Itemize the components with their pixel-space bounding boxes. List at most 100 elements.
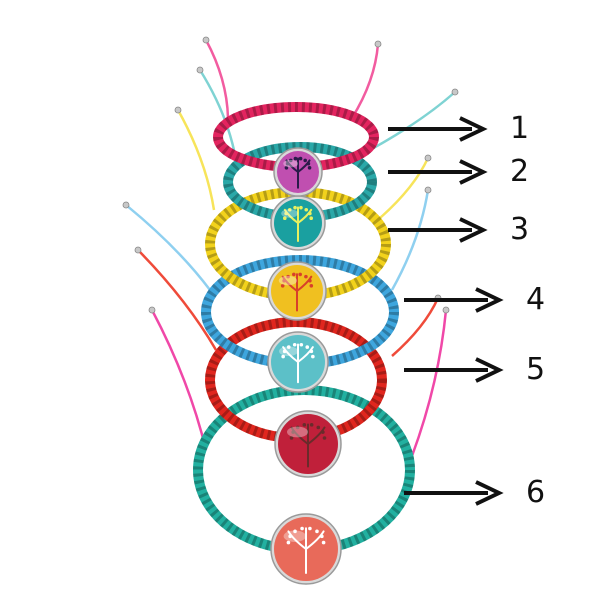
- bracelet-3: [174, 106, 432, 321]
- leaf-dot: [289, 436, 294, 440]
- leaf-dot: [321, 430, 325, 434]
- leaf-dot: [282, 278, 286, 283]
- leaf-dot: [308, 526, 312, 531]
- leaf-dot: [320, 534, 324, 539]
- leaf-dot: [293, 205, 297, 210]
- bracelet-6: [148, 306, 450, 585]
- leaf-dot: [308, 211, 312, 216]
- leaf-dot: [298, 156, 303, 161]
- tie-string: [369, 91, 456, 152]
- bracelet-5: [134, 246, 442, 478]
- bracelet-2: [196, 66, 459, 251]
- tie-string: [410, 309, 448, 457]
- callout-4: 4: [404, 285, 545, 315]
- tie-string: [176, 109, 216, 211]
- leaf-dot: [309, 216, 314, 220]
- leaf-dot: [295, 425, 300, 430]
- leaf-dot: [315, 529, 319, 534]
- leaf-dot: [293, 156, 298, 161]
- bead-end: [174, 106, 182, 114]
- leaf-dot: [284, 166, 289, 170]
- leaf-dot: [309, 423, 314, 427]
- leaf-dot: [298, 272, 302, 277]
- leaf-dot: [280, 284, 285, 288]
- callout-1: 1: [388, 114, 529, 144]
- arrow-icon: [388, 217, 488, 243]
- tree-of-life-icon: [287, 527, 325, 574]
- bead-end: [442, 306, 450, 314]
- leaf-dot: [291, 430, 295, 434]
- leaf-dot: [306, 161, 311, 166]
- tie-string: [350, 43, 380, 119]
- charm-gloss: [281, 209, 298, 218]
- leaf-dot: [304, 274, 308, 279]
- bead-end: [134, 246, 142, 254]
- leaf-dot: [316, 425, 321, 430]
- leaf-dot: [309, 284, 314, 288]
- leaf-dot: [300, 526, 304, 531]
- leaf-dot: [284, 211, 288, 216]
- callout-3: 3: [388, 215, 529, 245]
- leaf-dot: [288, 158, 293, 163]
- charm-gloss: [287, 426, 308, 438]
- leaf-dot: [302, 423, 307, 427]
- callout-5: 5: [404, 355, 545, 385]
- leaf-dot: [311, 354, 315, 359]
- bead-end: [202, 36, 210, 44]
- tree-of-life-icon: [283, 206, 313, 242]
- leaf-dot: [322, 436, 327, 440]
- braid-texture: [213, 102, 379, 172]
- braid-texture: [193, 385, 415, 555]
- leaf-dot: [282, 349, 287, 354]
- callout-2: 2: [388, 157, 529, 187]
- callout-number: 4: [526, 282, 546, 317]
- leaf-dot: [305, 345, 310, 349]
- tie-string: [150, 309, 208, 451]
- charm-gloss: [279, 346, 298, 357]
- bead-end: [122, 201, 130, 209]
- arrow-icon: [388, 116, 488, 142]
- leaf-dot: [285, 161, 290, 166]
- bracelet-4: [122, 186, 432, 393]
- bead-end: [424, 154, 432, 162]
- leaf-dot: [286, 274, 290, 279]
- bead-end: [196, 66, 204, 74]
- leaf-dot: [286, 345, 291, 349]
- tie-string: [379, 157, 430, 219]
- leaf-dot: [308, 278, 312, 283]
- arrow-icon: [404, 357, 504, 383]
- leaf-dot: [307, 166, 312, 170]
- leaf-dot: [288, 534, 292, 539]
- bead-end: [374, 40, 382, 48]
- charm-gloss: [283, 530, 306, 542]
- callout-number: 5: [526, 352, 546, 387]
- callout-number: 1: [510, 111, 530, 146]
- arrow-icon: [388, 159, 488, 185]
- callout-number: 2: [510, 154, 530, 189]
- tie-string: [137, 249, 218, 351]
- leaf-dot: [292, 272, 296, 277]
- braid-texture: [201, 255, 399, 369]
- leaf-dot: [299, 205, 303, 210]
- tie-string: [390, 189, 430, 291]
- charm-gloss: [278, 275, 297, 286]
- leaf-dot: [303, 158, 308, 163]
- leaf-dot: [292, 342, 297, 347]
- tie-string: [125, 204, 211, 291]
- leaf-dot: [283, 216, 287, 220]
- arrow-icon: [404, 480, 504, 506]
- leaf-dot: [309, 349, 314, 354]
- bead-end: [451, 88, 459, 96]
- callout-6: 6: [404, 478, 545, 508]
- callout-number: 3: [510, 212, 530, 247]
- charm-gloss: [283, 159, 298, 168]
- leaf-dot: [321, 540, 326, 545]
- tree-of-life-icon: [281, 273, 313, 312]
- leaf-dot: [287, 207, 292, 212]
- tie-string: [204, 39, 230, 119]
- tree-of-life-icon: [282, 343, 314, 384]
- bead-end: [424, 186, 432, 194]
- leaf-dot: [293, 529, 297, 534]
- arrow-icon: [404, 287, 504, 313]
